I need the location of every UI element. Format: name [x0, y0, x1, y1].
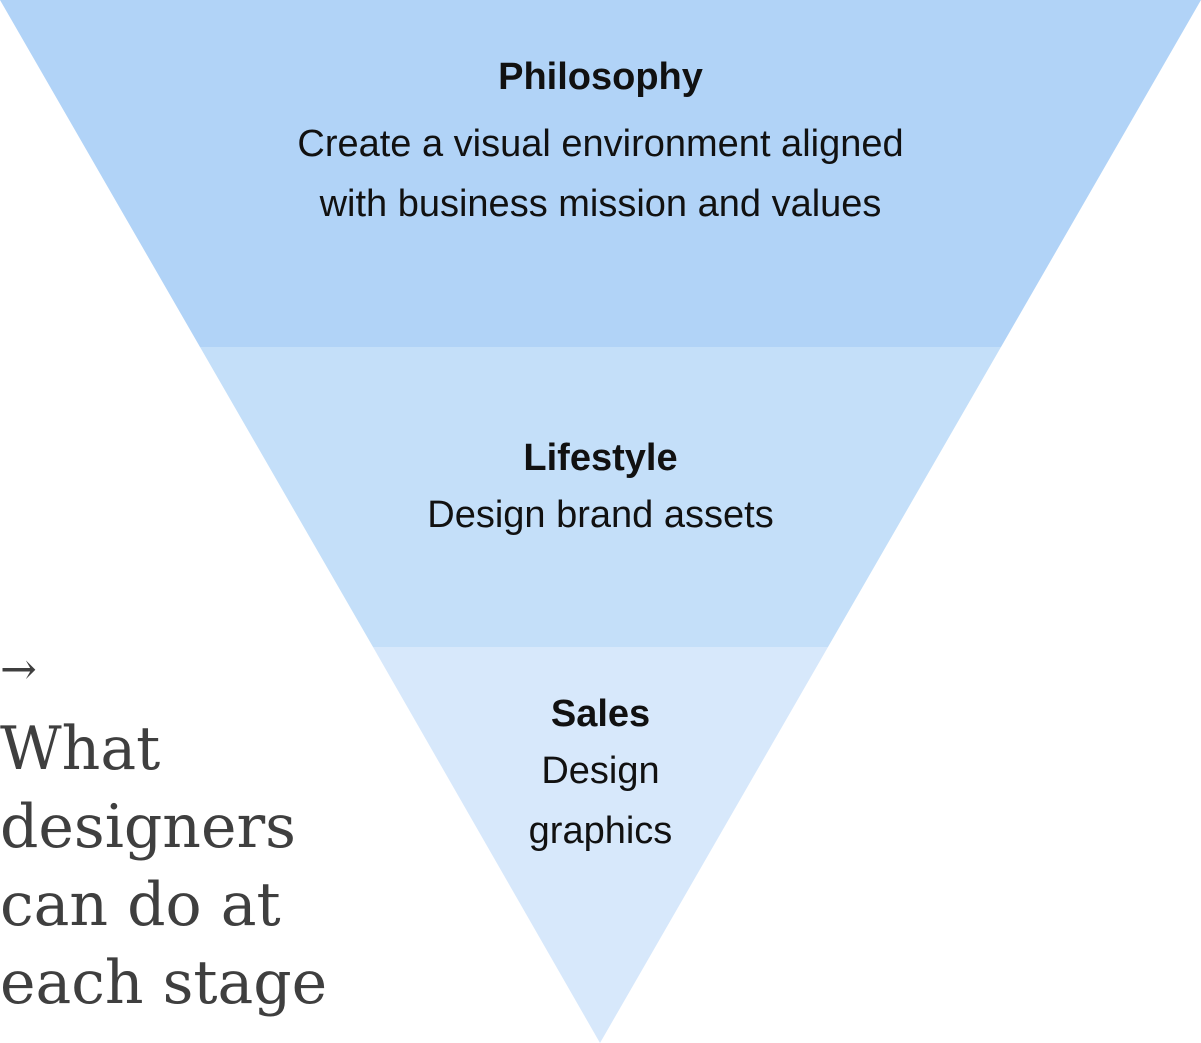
- stage-description-line: graphics: [528, 810, 673, 852]
- stage-philosophy: Philosophy Create a visual environment a…: [0, 54, 1201, 234]
- stage-lifestyle-band: [200, 347, 1001, 647]
- side-note-line: can do at: [0, 870, 281, 940]
- side-note-line: What: [0, 714, 161, 784]
- stage-title: Philosophy: [498, 56, 703, 98]
- arrow-right-icon: →: [0, 644, 37, 695]
- stage-lifestyle: Lifestyle Design brand assets: [0, 435, 1201, 545]
- stage-description-line: with business mission and values: [319, 183, 882, 225]
- stage-description-line: Create a visual environment aligned: [297, 123, 904, 165]
- stage-title: Lifestyle: [523, 437, 678, 479]
- stage-description-line: Design: [541, 750, 660, 792]
- stage-sales-band: [373, 647, 828, 1043]
- stage-title: Sales: [550, 693, 651, 735]
- stage-description-line: Design brand assets: [427, 494, 774, 536]
- side-note: → What designers can do at each stage: [0, 640, 340, 1022]
- stage-sales: Sales Design graphics: [0, 691, 1201, 861]
- side-note-line: designers: [0, 792, 296, 862]
- side-note-title: What designers can do at each stage: [0, 710, 340, 1022]
- side-note-line: each stage: [0, 948, 328, 1018]
- stage-philosophy-band: [0, 0, 1201, 347]
